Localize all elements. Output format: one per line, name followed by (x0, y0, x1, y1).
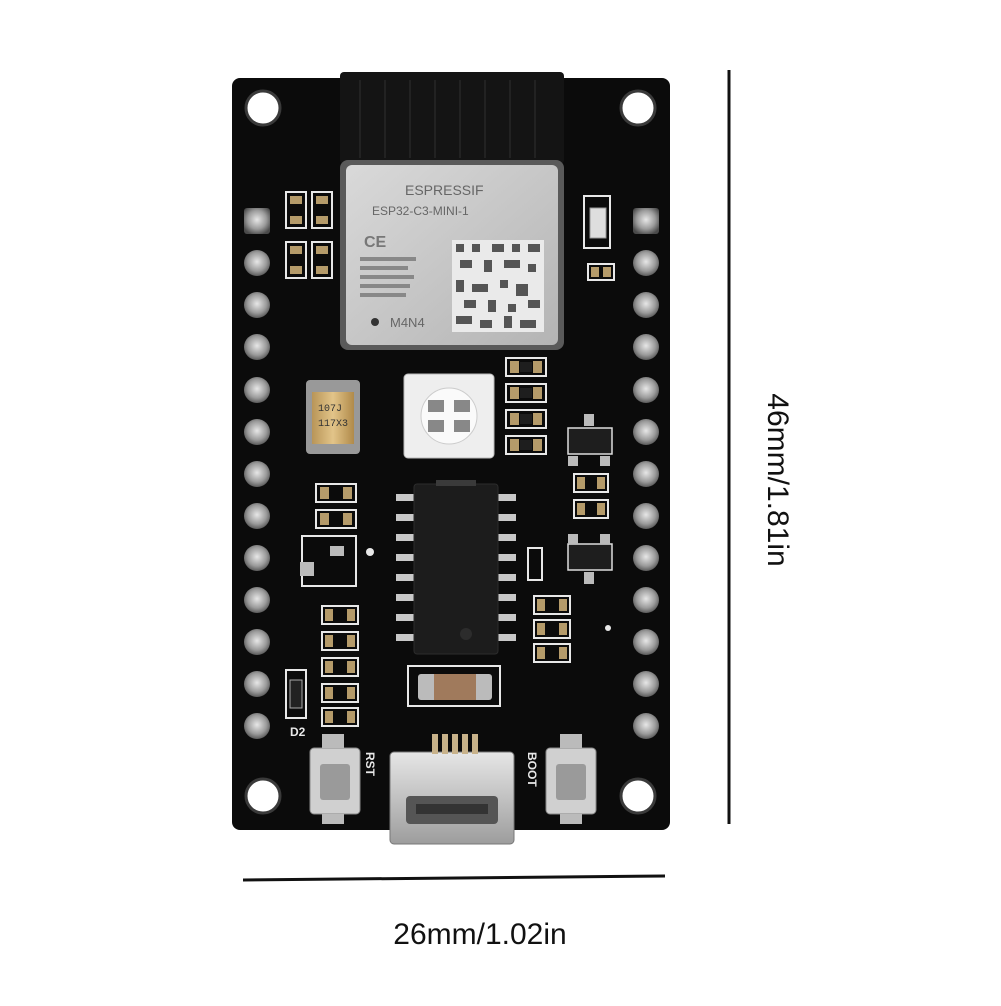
boot-button: BOOT (525, 734, 597, 824)
label-boot: BOOT (525, 752, 539, 787)
right-header-pins (633, 208, 659, 739)
dimension-lines (242, 70, 731, 882)
smd-components (285, 191, 615, 727)
esp32-module: ESPRESSIF ESP32-C3-MINI-1 CE M4N4 (340, 160, 564, 350)
label-d2: D2 (290, 725, 306, 739)
led-d2: D2 (289, 679, 306, 739)
left-header-pins (244, 208, 270, 739)
transistors (567, 427, 613, 571)
module-code: M4N4 (390, 315, 425, 330)
height-label: 46mm/1.81in (761, 393, 794, 567)
tantalum-capacitor: 107J 117X3 (306, 380, 360, 454)
module-brand: ESPRESSIF (405, 182, 484, 198)
cap-marking-1: 107J (318, 404, 342, 415)
soic-chip (396, 480, 516, 655)
rgb-led (403, 373, 495, 459)
module-model: ESP32-C3-MINI-1 (372, 204, 469, 218)
mounting-holes (244, 89, 657, 815)
rst-button: RST (309, 734, 377, 824)
micro-usb-port (389, 734, 515, 845)
label-rst: RST (363, 752, 377, 777)
svg-text:CE: CE (364, 234, 387, 251)
inductor (418, 674, 492, 700)
height-label-wrap: 46mm/1.81in (757, 300, 797, 660)
width-label: 26mm/1.02in (393, 918, 567, 951)
cap-marking-2: 117X3 (318, 419, 348, 430)
